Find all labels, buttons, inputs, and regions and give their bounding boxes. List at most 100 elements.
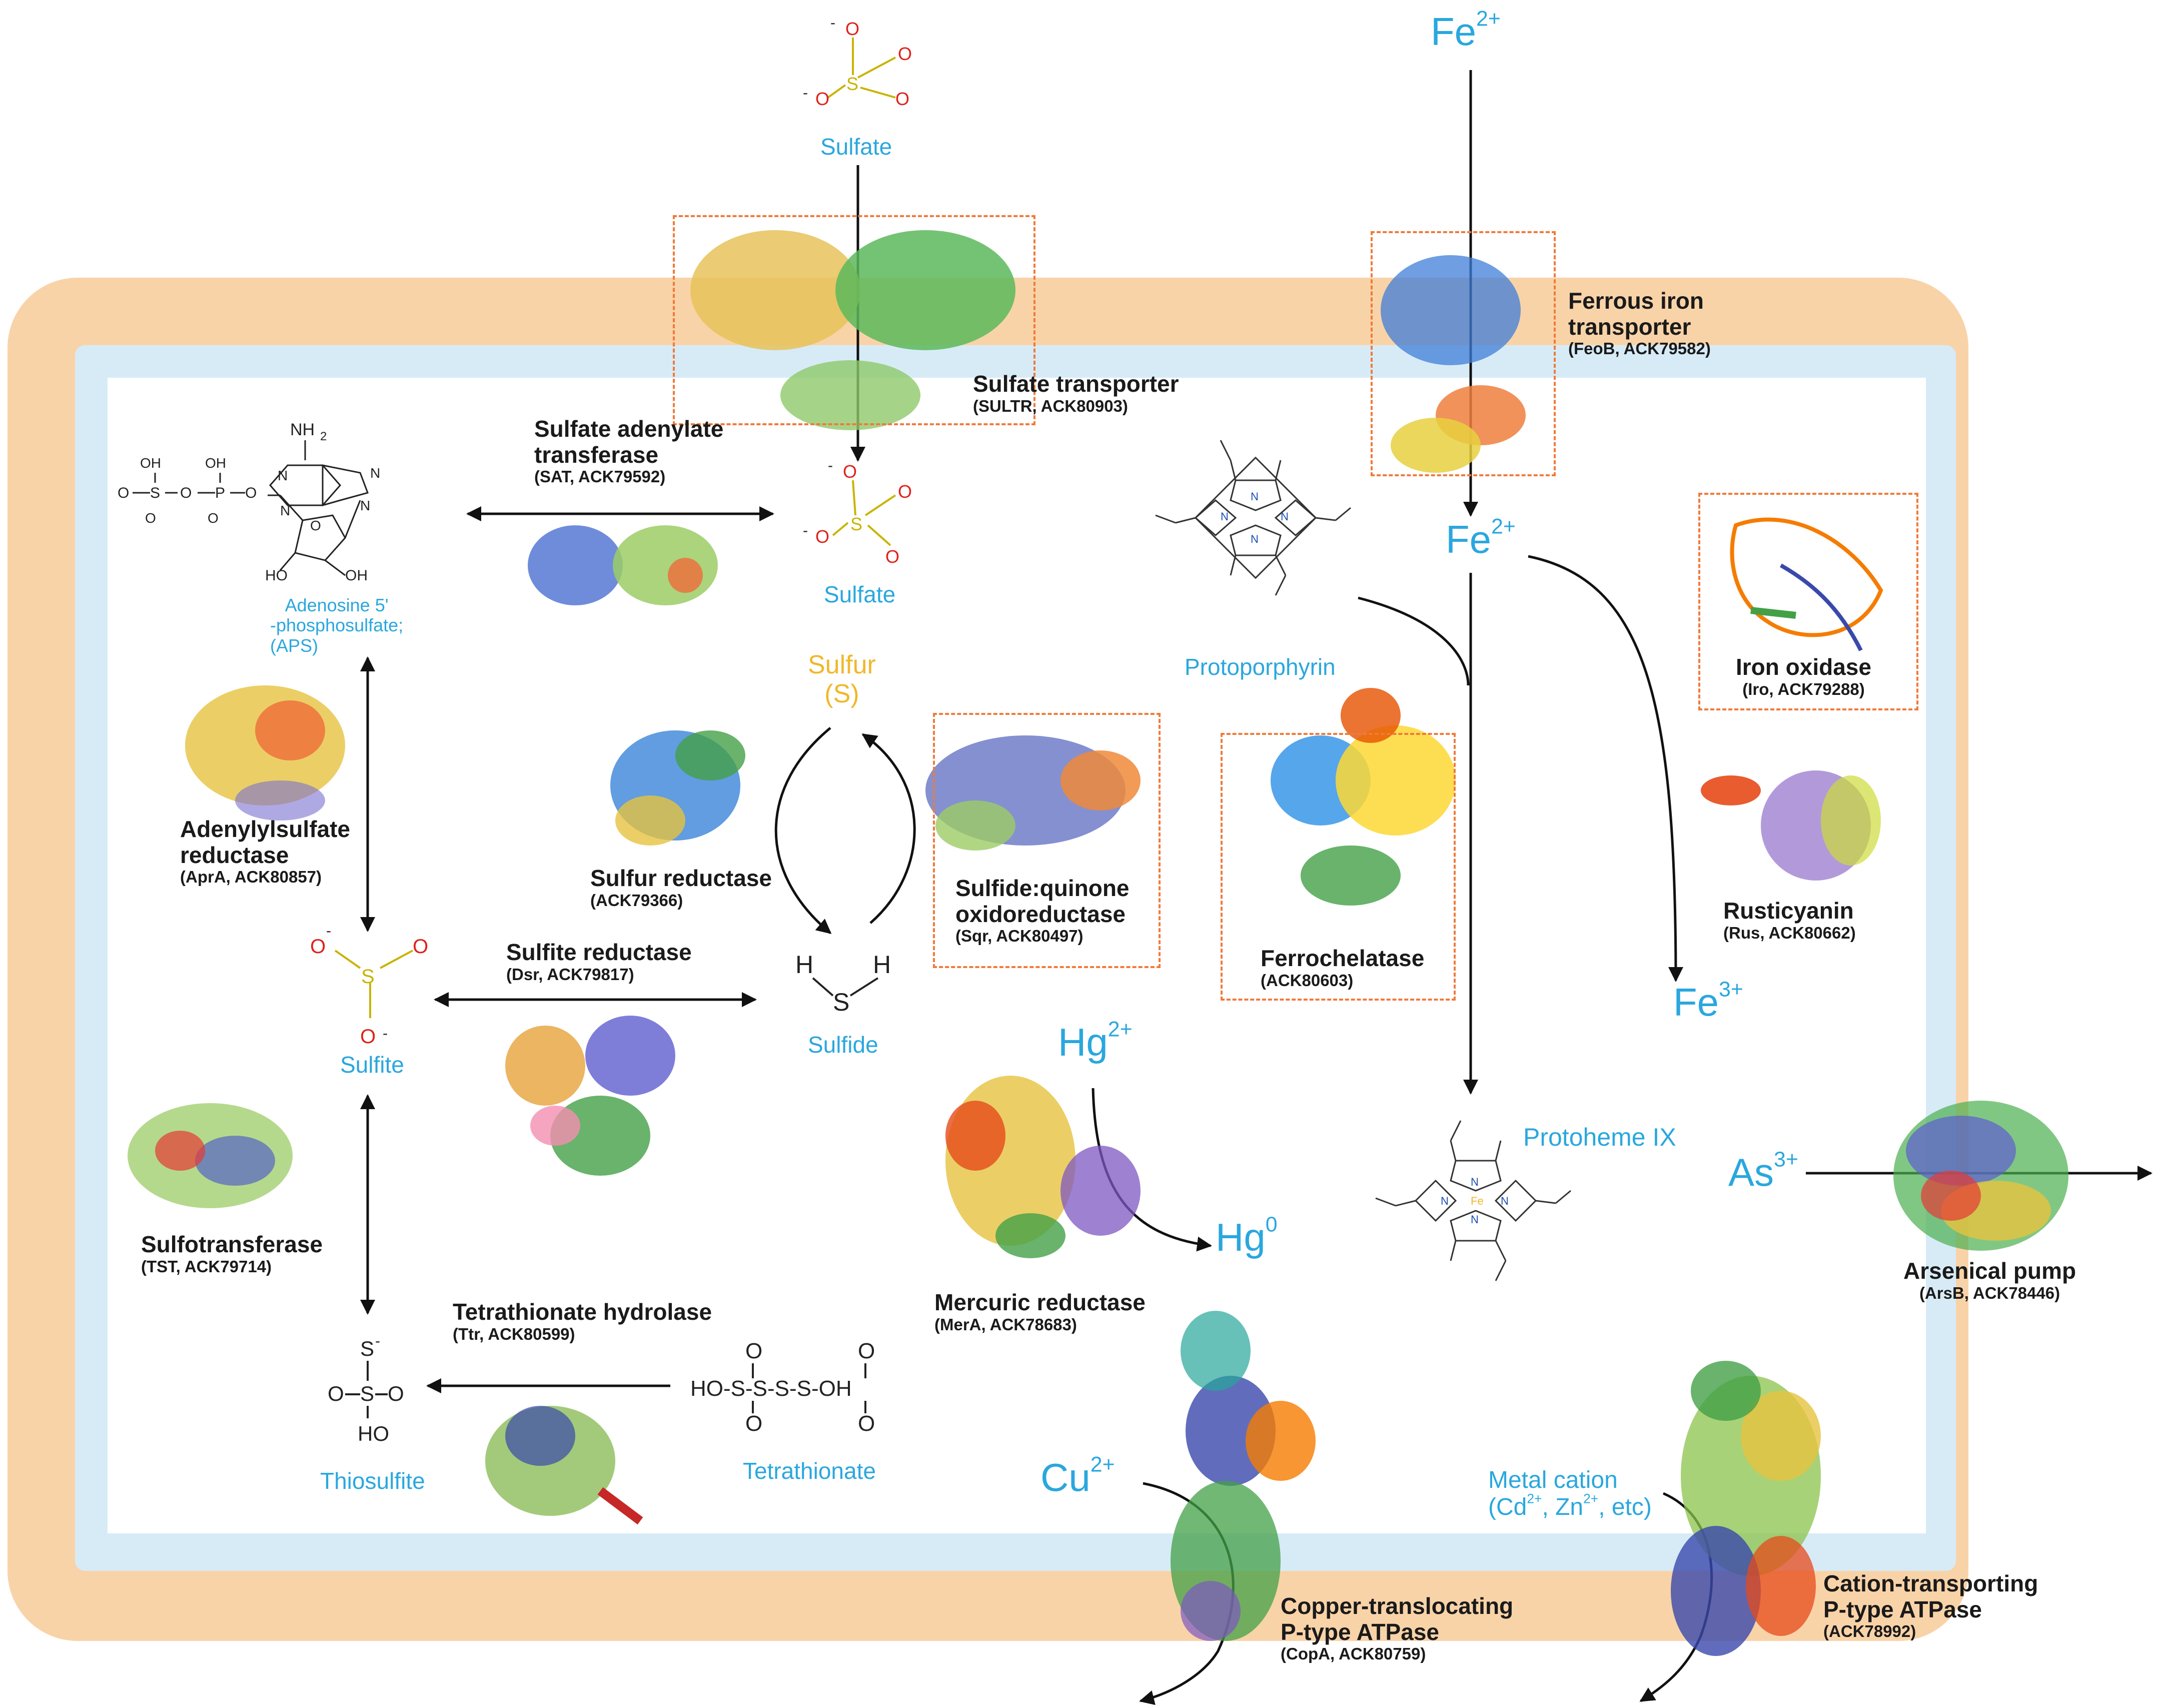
svg-text:S: S bbox=[846, 74, 858, 94]
sqr-highlight-box bbox=[933, 713, 1161, 968]
arrow-fe-oxidation bbox=[1528, 555, 1683, 982]
copa-name-line-1: Copper-translocating bbox=[1281, 1593, 1514, 1619]
sultr-label: Sulfate transporter (SULTR, ACK80903) bbox=[973, 371, 1179, 415]
copa-name-line-2: P-type ATPase bbox=[1281, 1618, 1439, 1645]
thiosulfite-structure: S- S O O HO bbox=[328, 1333, 404, 1445]
sulfur-label-line-1: Sulfur bbox=[808, 650, 876, 679]
svg-text:HO: HO bbox=[358, 1422, 389, 1445]
sat-protein bbox=[528, 525, 718, 605]
fe2-outside-label: Fe2+ bbox=[1431, 7, 1501, 54]
sat-name-line-1: Sulfate adenylate bbox=[534, 416, 724, 442]
svg-text:H: H bbox=[873, 951, 891, 979]
tst-protein bbox=[128, 1103, 293, 1208]
aps-label-line-3: (APS) bbox=[270, 635, 319, 656]
protoheme-structure: Fe N N N N bbox=[1375, 1120, 1571, 1281]
svg-text:O: O bbox=[885, 546, 899, 567]
apra-name-line-2: reductase bbox=[180, 841, 289, 868]
mera-protein bbox=[945, 1076, 1141, 1258]
svg-text:N: N bbox=[1281, 510, 1289, 523]
dsr-protein bbox=[505, 1016, 675, 1176]
aps-label: Adenosine 5' -phosphosulfate; (APS) bbox=[270, 595, 403, 656]
tetrathionate-label: Tetrathionate bbox=[743, 1458, 876, 1484]
arsb-label: Arsenical pump (ArsB, ACK78446) bbox=[1903, 1258, 2076, 1302]
iro-name: Iron oxidase bbox=[1736, 654, 1871, 680]
svg-text:N: N bbox=[278, 468, 288, 483]
svg-text:N: N bbox=[1471, 1213, 1479, 1226]
svg-text:-: - bbox=[803, 522, 808, 539]
sat-name-line-2: transferase bbox=[534, 441, 659, 468]
hg0-label: Hg0 bbox=[1216, 1212, 1278, 1259]
sulfide-structure: H H S bbox=[795, 951, 891, 1016]
svg-text:N: N bbox=[1251, 533, 1259, 545]
rus-name: Rusticyanin bbox=[1723, 898, 1854, 924]
sulfur-label-line-2: (S) bbox=[824, 679, 859, 709]
copa-id: (CopA, ACK80759) bbox=[1281, 1644, 1426, 1663]
dsr-id: (Dsr, ACK79817) bbox=[506, 965, 634, 984]
svg-text:O: O bbox=[310, 518, 321, 533]
aps-label-line-2: -phosphosulfate; bbox=[270, 615, 404, 636]
svg-text:O: O bbox=[245, 485, 257, 501]
cation-atpase-name-line-1: Cation-transporting bbox=[1823, 1570, 2038, 1596]
sulfur-reductase-protein bbox=[610, 730, 745, 845]
arsb-id: (ArsB, ACK78446) bbox=[1919, 1283, 2060, 1302]
rus-label: Rusticyanin (Rus, ACK80662) bbox=[1723, 898, 1856, 942]
apra-name-line-1: Adenylylsulfate bbox=[180, 816, 350, 842]
sat-id: (SAT, ACK79592) bbox=[534, 467, 666, 486]
svg-text:O: O bbox=[815, 89, 829, 109]
svg-text:S: S bbox=[850, 514, 862, 534]
ferrochelatase-name: Ferrochelatase bbox=[1261, 945, 1425, 971]
ferrochelatase-highlight-box bbox=[1221, 733, 1456, 1001]
mera-label: Mercuric reductase (MerA, ACK78683) bbox=[934, 1289, 1146, 1334]
sulfur-reductase-id: (ACK79366) bbox=[590, 891, 683, 910]
feob-label: Ferrous iron transporter (FeoB, ACK79582… bbox=[1568, 288, 1711, 358]
sulfate-structure-outer: S O - O O O - bbox=[803, 15, 912, 109]
thiosulfite-label: Thiosulfite bbox=[320, 1468, 425, 1494]
svg-text:O: O bbox=[895, 89, 909, 109]
arsb-protein bbox=[1893, 1101, 2068, 1251]
sulfate-outside-label: Sulfate bbox=[820, 134, 892, 160]
svg-text:O: O bbox=[845, 19, 859, 39]
sulfide-label: Sulfide bbox=[808, 1032, 878, 1058]
ttr-protein bbox=[485, 1406, 643, 1525]
sulfur-reductase-name: Sulfur reductase bbox=[590, 865, 772, 891]
rus-protein bbox=[1701, 770, 1881, 881]
svg-text:O: O bbox=[413, 936, 428, 958]
sqr-label: Sulfide:quinone oxidoreductase (Sqr, ACK… bbox=[955, 875, 1130, 946]
svg-text:O: O bbox=[388, 1382, 404, 1405]
sulfate-structure-inner: S O - O O O - bbox=[803, 457, 912, 567]
feob-name-line-1: Ferrous iron bbox=[1568, 288, 1704, 314]
arrow-porphyrin-to-heme bbox=[1358, 596, 1470, 686]
protoporphyrin-structure: N N N N bbox=[1155, 440, 1351, 596]
feob-id: (FeoB, ACK79582) bbox=[1568, 339, 1711, 358]
sqr-name-line-1: Sulfide:quinone bbox=[955, 875, 1130, 901]
svg-text:Fe: Fe bbox=[1471, 1195, 1484, 1207]
hg2-label: Hg2+ bbox=[1058, 1017, 1133, 1064]
svg-text:O: O bbox=[745, 1411, 762, 1436]
svg-text:O: O bbox=[145, 510, 156, 526]
sulfur-reductase-label: Sulfur reductase (ACK79366) bbox=[590, 865, 772, 910]
svg-text:O: O bbox=[328, 1382, 344, 1405]
mera-name: Mercuric reductase bbox=[934, 1289, 1146, 1315]
svg-text:N: N bbox=[1501, 1195, 1509, 1207]
sulfite-structure: S O - O O - bbox=[310, 923, 428, 1048]
svg-text:O: O bbox=[858, 1339, 875, 1363]
tst-label: Sulfotransferase (TST, ACK79714) bbox=[141, 1231, 323, 1276]
svg-text:N: N bbox=[360, 498, 370, 513]
protoheme-label: Protoheme IX bbox=[1523, 1123, 1676, 1151]
sultr-protein bbox=[690, 230, 1015, 430]
svg-text:-: - bbox=[830, 15, 835, 31]
svg-text:S: S bbox=[833, 988, 849, 1016]
svg-text:-: - bbox=[326, 923, 331, 939]
svg-text:P: P bbox=[215, 485, 225, 501]
sqr-protein bbox=[925, 735, 1141, 850]
sulfur-label: Sulfur (S) bbox=[808, 650, 876, 708]
iro-protein bbox=[1730, 517, 1883, 651]
svg-text:O: O bbox=[898, 44, 912, 64]
ferrochelatase-id: (ACK80603) bbox=[1261, 971, 1354, 990]
iro-id: (Iro, ACK79288) bbox=[1742, 679, 1865, 698]
tst-id: (TST, ACK79714) bbox=[141, 1257, 272, 1276]
svg-text:N: N bbox=[370, 465, 380, 481]
